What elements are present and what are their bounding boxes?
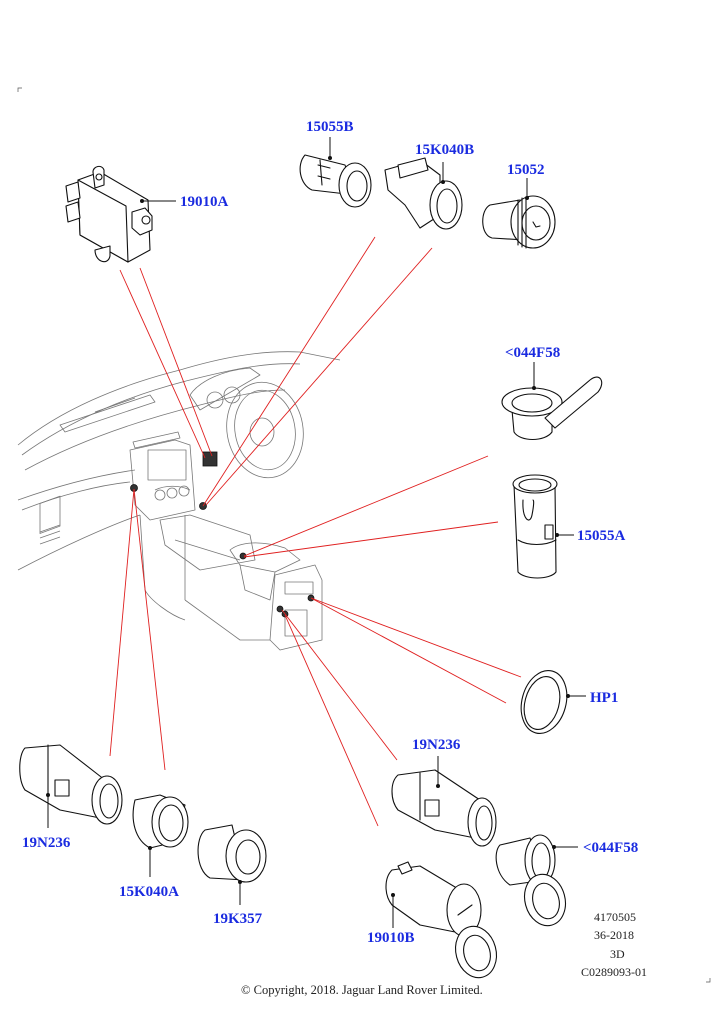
part-label-19010b[interactable]: 19010B [367,930,415,946]
part-19k357-socket-plug[interactable] [197,824,267,905]
leader-lines [109,236,522,827]
socket-location-marker [239,552,247,560]
part-label-15k040b[interactable]: 15K040B [415,142,475,158]
part-15052-cigar-lighter[interactable] [482,178,556,249]
corner-mark [17,87,22,92]
part-label-hp1[interactable]: HP1 [590,690,619,706]
part-label-19n236-left[interactable]: 19N236 [22,835,71,851]
part-19n236-power-socket-left[interactable] [19,744,123,828]
reference-illustration-id: C0289093-01 [581,965,647,979]
part-hp1-blanking-plug[interactable] [514,665,586,738]
socket-location-marker [276,605,284,613]
reference-view: 3D [610,947,625,961]
module-location-marker [202,451,218,467]
part-label-19n236-right[interactable]: 19N236 [412,737,461,753]
part-15k040b-socket-retainer[interactable] [384,157,463,230]
part-label-044f58-bottom[interactable]: <044F58 [583,840,639,856]
vehicle-interior-illustration [17,351,341,651]
part-19010b-usb-socket[interactable] [385,861,502,982]
part-label-044f58-top[interactable]: <044F58 [505,345,561,361]
part-15055b-socket-housing[interactable] [299,137,372,208]
part-15k040a-socket-retainer[interactable] [132,794,189,877]
part-044f58-socket-cap-top[interactable] [501,362,603,441]
part-19n236-power-socket-right[interactable] [391,756,497,847]
corner-mark [706,978,711,983]
part-19010a-module[interactable] [65,165,176,263]
part-label-19k357[interactable]: 19K357 [213,911,263,927]
part-label-15k040a[interactable]: 15K040A [119,884,179,900]
part-label-19010a[interactable]: 19010A [180,194,229,210]
part-label-15052[interactable]: 15052 [507,162,545,178]
part-15055a-socket-housing[interactable] [512,474,574,579]
part-label-15055b[interactable]: 15055B [306,119,354,135]
reference-number: 4170505 [594,910,636,924]
copyright-notice: © Copyright, 2018. Jaguar Land Rover Lim… [241,983,483,997]
reference-date: 36-2018 [594,928,634,942]
part-044f58-socket-cap-bottom[interactable] [495,834,578,930]
part-label-15055a[interactable]: 15055A [577,528,626,544]
